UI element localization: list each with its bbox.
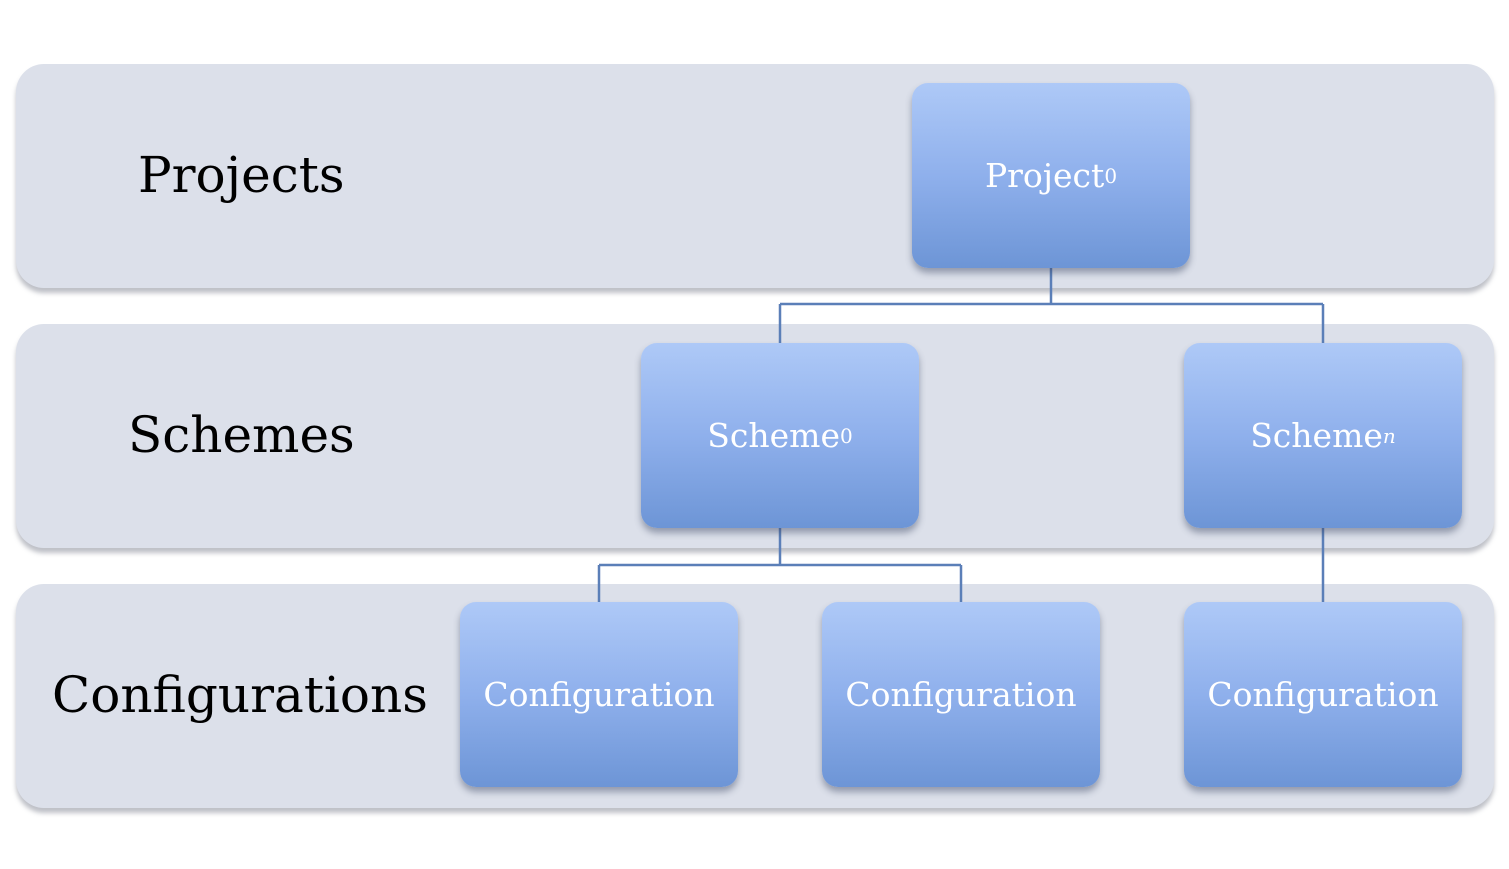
project-0-name: Project bbox=[984, 156, 1105, 195]
configurations-band-label: Configurations bbox=[52, 666, 428, 724]
connector-project-to-schemes bbox=[778, 268, 1325, 343]
scheme-0-name: Scheme bbox=[707, 416, 840, 455]
connector-scheme0-to-configurations bbox=[597, 528, 963, 602]
projects-band bbox=[16, 64, 1494, 288]
configuration-name: Configuration bbox=[845, 675, 1077, 714]
schemes-band-label: Schemes bbox=[128, 406, 355, 464]
configuration-node[interactable]: Configuration bbox=[1184, 602, 1462, 787]
scheme-n-name: Scheme bbox=[1250, 416, 1383, 455]
configuration-node[interactable]: Configuration bbox=[822, 602, 1100, 787]
projects-band-label: Projects bbox=[138, 146, 345, 204]
configuration-name: Configuration bbox=[1207, 675, 1439, 714]
configuration-name: Configuration bbox=[483, 675, 715, 714]
configuration-node[interactable]: Configuration bbox=[460, 602, 738, 787]
